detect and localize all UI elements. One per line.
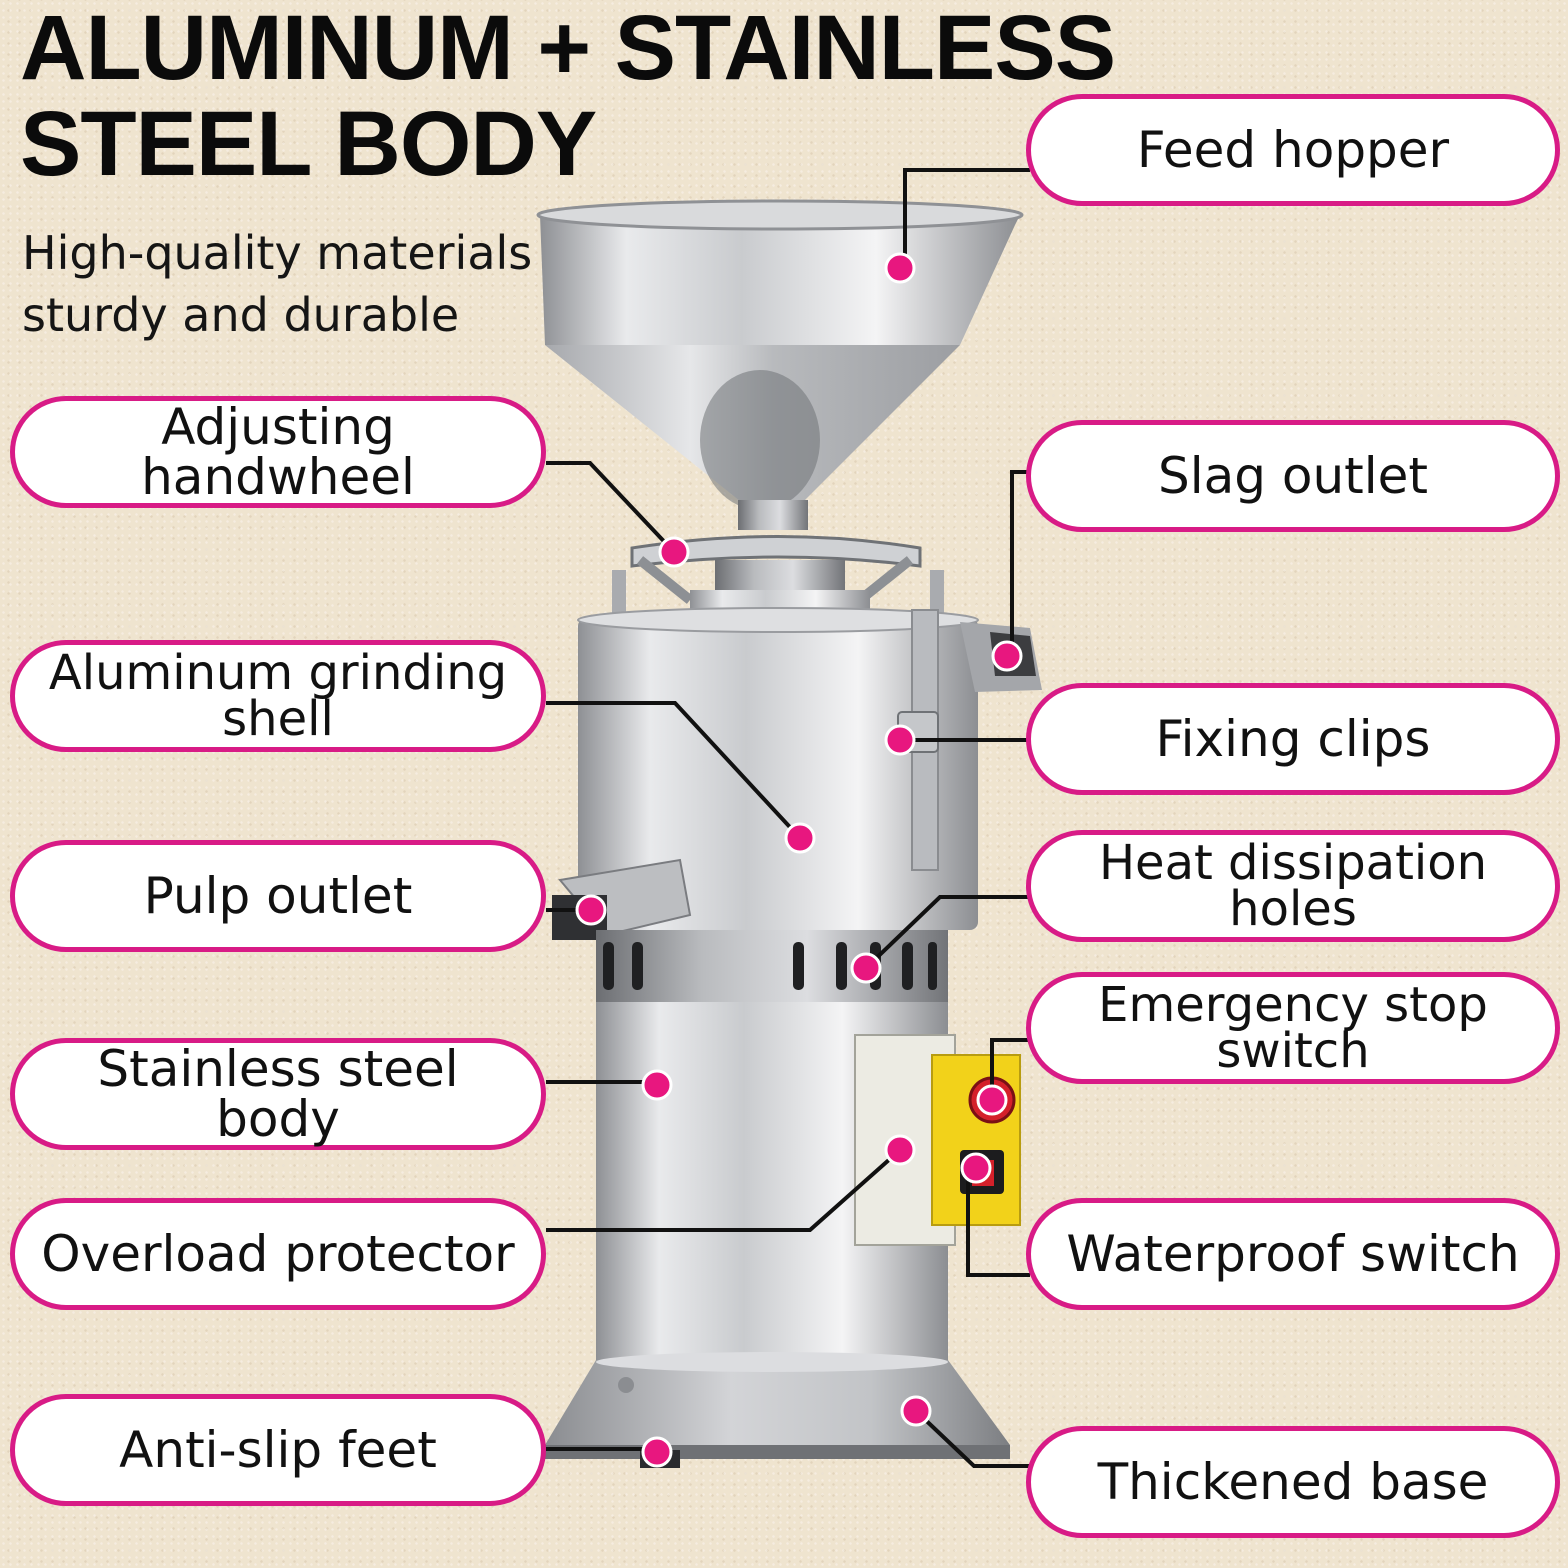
dot-feed-hopper [884, 252, 916, 284]
dot-adjusting-handwheel [658, 536, 690, 568]
leader-thickened-base [914, 1409, 1030, 1468]
label-feed-hopper-text: Feed hopper [1136, 121, 1450, 179]
leader-overload-protector [546, 1148, 902, 1232]
headline-line-2: STEEL BODY [20, 93, 597, 195]
label-anti-slip-feet: Anti-slip feet [10, 1394, 546, 1506]
dot-stainless-body [641, 1069, 673, 1101]
label-waterproof-switch: Waterproof switch [1026, 1198, 1560, 1310]
label-emergency-stop-switch-line-1: Emergency stop [1098, 977, 1488, 1033]
leader-waterproof-switch [966, 1168, 1030, 1277]
label-adjusting-handwheel-text: Adjusting handwheel [141, 398, 415, 506]
subheading: High-quality materials sturdy and durabl… [22, 222, 532, 346]
label-thickened-base: Thickened base [1026, 1426, 1560, 1538]
label-thickened-base-text: Thickened base [1097, 1453, 1489, 1511]
label-feed-hopper: Feed hopper [1026, 94, 1560, 206]
label-heat-dissipation-holes: Heat dissipation holes [1026, 830, 1560, 942]
headline: ALUMINUM + STAINLESS STEEL BODY [20, 0, 1116, 195]
label-pulp-outlet-text: Pulp outlet [143, 867, 413, 925]
label-fixing-clips: Fixing clips [1026, 683, 1560, 795]
dot-pulp-outlet [575, 894, 607, 926]
label-emergency-stop-switch: Emergency stop switch [1026, 972, 1560, 1084]
dot-grinding-shell [784, 822, 816, 854]
leader-feed-hopper [903, 168, 1030, 268]
label-heat-dissipation-holes-line-1: Heat dissipation [1098, 835, 1488, 891]
label-anti-slip-feet-text: Anti-slip feet [119, 1421, 437, 1479]
leader-adjusting-handwheel [546, 461, 676, 554]
dot-heat-holes [850, 952, 882, 984]
dot-thickened-base [900, 1395, 932, 1427]
feed-hopper-part [536, 199, 1024, 530]
label-slag-outlet: Slag outlet [1026, 420, 1560, 532]
label-stainless-steel-body-text: Stainless steel body [97, 1040, 459, 1148]
leader-heat-holes [864, 895, 1030, 970]
heat-dissipation-ring [596, 930, 948, 1002]
thickened-base-part [545, 1352, 1010, 1468]
label-aluminum-grinding-shell-line-2: shell [222, 691, 334, 747]
leader-grinding-shell [546, 701, 802, 840]
dot-fixing-clips [884, 724, 916, 756]
label-heat-dissipation-holes-text: Heat dissipation holes [1099, 839, 1487, 933]
label-aluminum-grinding-shell-line-1: Aluminum grinding [48, 645, 508, 701]
label-overload-protector-text: Overload protector [41, 1225, 515, 1283]
leader-slag-outlet [1010, 470, 1030, 656]
label-aluminum-grinding-shell: Aluminum grinding shell [10, 640, 546, 752]
dot-waterproof-switch [960, 1152, 992, 1184]
label-emergency-stop-switch-text: Emergency stop switch [1098, 981, 1488, 1075]
dot-anti-slip-feet [641, 1436, 673, 1468]
label-waterproof-switch-text: Waterproof switch [1066, 1225, 1520, 1283]
label-fixing-clips-text: Fixing clips [1155, 710, 1431, 768]
dot-overload-protector [884, 1134, 916, 1166]
headline-line-1: ALUMINUM + STAINLESS [20, 0, 1116, 99]
subheading-line-1: High-quality materials [22, 226, 533, 280]
label-pulp-outlet: Pulp outlet [10, 840, 546, 952]
dot-slag-outlet [991, 640, 1023, 672]
stainless-body-part [596, 1002, 1021, 1372]
label-heat-dissipation-holes-line-2: holes [1229, 881, 1357, 937]
dot-emergency-stop [976, 1084, 1008, 1116]
label-slag-outlet-text: Slag outlet [1157, 447, 1429, 505]
leader-emergency-stop [990, 1038, 1030, 1100]
label-stainless-steel-body: Stainless steel body [10, 1038, 546, 1150]
label-overload-protector: Overload protector [10, 1198, 546, 1310]
label-aluminum-grinding-shell-text: Aluminum grinding shell [49, 649, 507, 743]
label-emergency-stop-switch-line-2: switch [1216, 1023, 1370, 1079]
label-adjusting-handwheel: Adjusting handwheel [10, 396, 546, 508]
subheading-line-2: sturdy and durable [22, 288, 460, 342]
